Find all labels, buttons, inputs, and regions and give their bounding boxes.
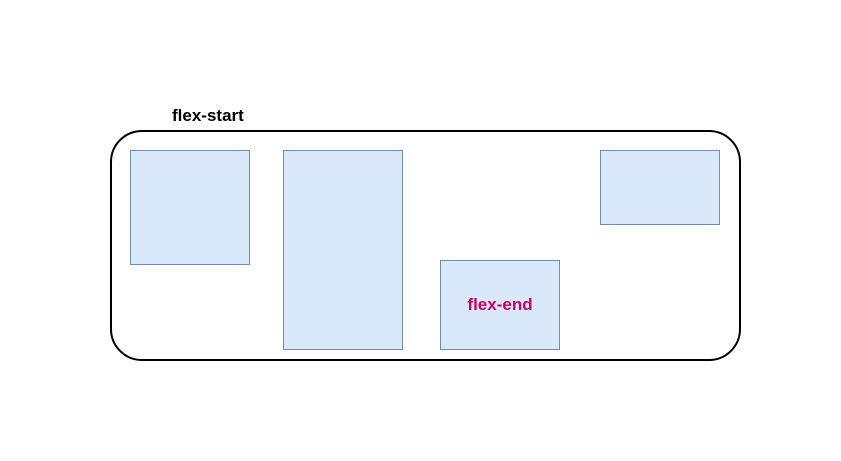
flex-item-2: [283, 150, 403, 350]
flex-item-1: [130, 150, 250, 265]
flex-item-3: flex-end: [440, 260, 560, 350]
flex-item-4: [600, 150, 720, 225]
flex-end-label: flex-end: [467, 295, 533, 314]
container-label: flex-start: [172, 106, 244, 125]
